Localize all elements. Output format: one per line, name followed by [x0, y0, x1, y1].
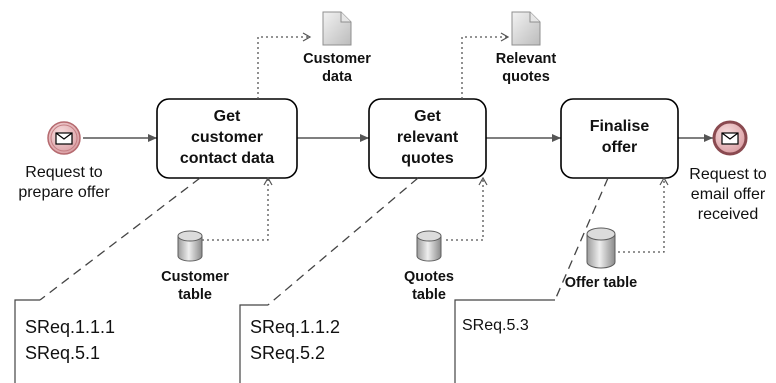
- data-object-label-relevant-quotes: Relevant quotes: [471, 50, 581, 86]
- task-1-line-1: Get: [213, 108, 241, 125]
- quotes-table-line-1: Quotes: [404, 269, 454, 285]
- database-icon-quotes-table[interactable]: [416, 230, 442, 262]
- annotation-text-1: SReq.1.1.1 SReq.5.1: [25, 314, 115, 366]
- customer-table-line-1: Customer: [161, 269, 229, 285]
- end-message-event[interactable]: [712, 120, 748, 156]
- annotation-2-line-2: SReq.5.2: [250, 343, 326, 363]
- start-message-event[interactable]: [47, 121, 81, 155]
- annotation-text-2: SReq.1.1.2 SReq.5.2: [250, 314, 340, 366]
- task-2-line-2: relevant: [396, 129, 459, 146]
- data-store-label-customer-table: Customer table: [145, 268, 245, 304]
- annotation-association-1: [39, 177, 201, 301]
- annotation-bracket-3: [454, 299, 555, 383]
- task-3-line-2: offer: [601, 139, 638, 156]
- task-label-get-customer-contact-data: Get customer contact data: [157, 106, 297, 169]
- task-finalise-offer[interactable]: [560, 98, 679, 179]
- relevant-quotes-line-2: quotes: [502, 69, 550, 85]
- data-association-customer-data: [257, 32, 312, 99]
- data-association-customer-table: [202, 176, 273, 241]
- end-event-label-line-1: Request to: [689, 166, 767, 183]
- task-2-line-1: Get: [414, 108, 441, 125]
- annotation-bracket-1: [14, 299, 40, 383]
- data-association-quotes-table: [446, 176, 488, 241]
- database-icon-customer-table[interactable]: [177, 230, 203, 262]
- annotation-text-3: SReq.5.3: [462, 313, 529, 339]
- task-label-finalise-offer: Finalise offer: [561, 116, 678, 158]
- start-event-label-line-1: Request to: [25, 164, 103, 181]
- end-event-label-line-2: email offer: [690, 186, 766, 203]
- document-icon-customer-data[interactable]: [322, 11, 352, 46]
- task-1-line-2: customer: [190, 129, 264, 146]
- end-event-label: Request to email offer received: [680, 165, 776, 225]
- annotation-bracket-2: [239, 304, 268, 383]
- data-association-offer-table: [613, 176, 669, 253]
- customer-table-line-2: table: [178, 287, 212, 303]
- task-3-line-1: Finalise: [589, 118, 650, 135]
- data-store-label-offer-table: Offer table: [551, 274, 651, 292]
- customer-data-line-1: Customer: [303, 51, 371, 67]
- task-label-get-relevant-quotes: Get relevant quotes: [369, 106, 486, 169]
- annotation-1-line-2: SReq.5.1: [25, 343, 101, 363]
- data-object-label-customer-data: Customer data: [282, 50, 392, 86]
- end-event-label-line-3: received: [697, 206, 759, 223]
- data-association-relevant-quotes: [461, 32, 510, 99]
- task-2-line-3: quotes: [401, 150, 454, 167]
- customer-data-line-2: data: [322, 69, 352, 85]
- quotes-table-line-2: table: [412, 287, 446, 303]
- annotation-association-3: [554, 177, 609, 301]
- annotation-1-line-1: SReq.1.1.1: [25, 317, 116, 337]
- task-get-customer-contact-data[interactable]: [156, 98, 298, 179]
- offer-table-line-1: Offer table: [564, 275, 638, 291]
- relevant-quotes-line-1: Relevant: [495, 51, 557, 67]
- document-icon-relevant-quotes[interactable]: [511, 11, 541, 46]
- start-event-label-line-2: prepare offer: [18, 184, 110, 201]
- annotation-2-line-1: SReq.1.1.2: [250, 317, 341, 337]
- data-store-label-quotes-table: Quotes table: [379, 268, 479, 304]
- annotation-3-line-1: SReq.5.3: [462, 317, 529, 334]
- start-event-label: Request to prepare offer: [0, 163, 128, 203]
- annotation-association-2: [267, 177, 419, 306]
- task-1-line-3: contact data: [179, 150, 275, 167]
- database-icon-offer-table[interactable]: [586, 227, 616, 269]
- task-get-relevant-quotes[interactable]: [368, 98, 487, 179]
